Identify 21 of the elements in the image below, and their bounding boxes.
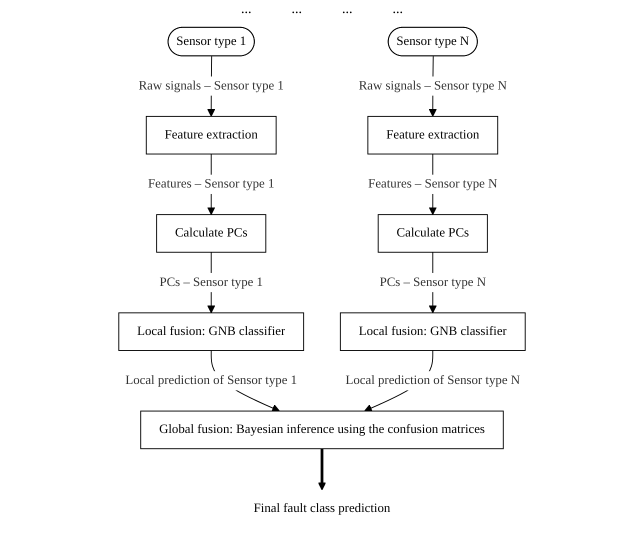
- edge-label: PCs – Sensor type 1: [159, 276, 263, 290]
- ellipsis-text: ...: [241, 1, 252, 19]
- edge-label: PCs – Sensor type N: [380, 276, 486, 290]
- edge-label: Local prediction of Sensor type N: [346, 374, 520, 388]
- node-box: Feature extraction: [367, 116, 498, 154]
- node-box: Calculate PCs: [378, 214, 488, 253]
- edge-label: Raw signals – Sensor type 1: [138, 79, 284, 93]
- node-box: Calculate PCs: [156, 214, 266, 253]
- node-text: Final fault class prediction: [254, 502, 390, 516]
- ellipsis-text: ...: [292, 1, 302, 19]
- edge-label: Local prediction of Sensor type 1: [125, 374, 298, 388]
- edge-label: Features – Sensor type 1: [148, 177, 274, 192]
- ellipsis-text: ...: [392, 1, 403, 19]
- ellipsis-text: ...: [342, 1, 352, 19]
- arrow: [318, 448, 326, 490]
- node-box: Feature extraction: [146, 116, 277, 154]
- node-box: Global fusion: Bayesian inference using the confusion matrices: [140, 410, 504, 450]
- node-box: Local fusion: GNB classifier: [118, 312, 304, 351]
- edge-label: Raw signals – Sensor type N: [358, 79, 507, 93]
- edge-label: Features – Sensor type N: [368, 177, 498, 192]
- node-box: Local fusion: GNB classifier: [340, 312, 526, 351]
